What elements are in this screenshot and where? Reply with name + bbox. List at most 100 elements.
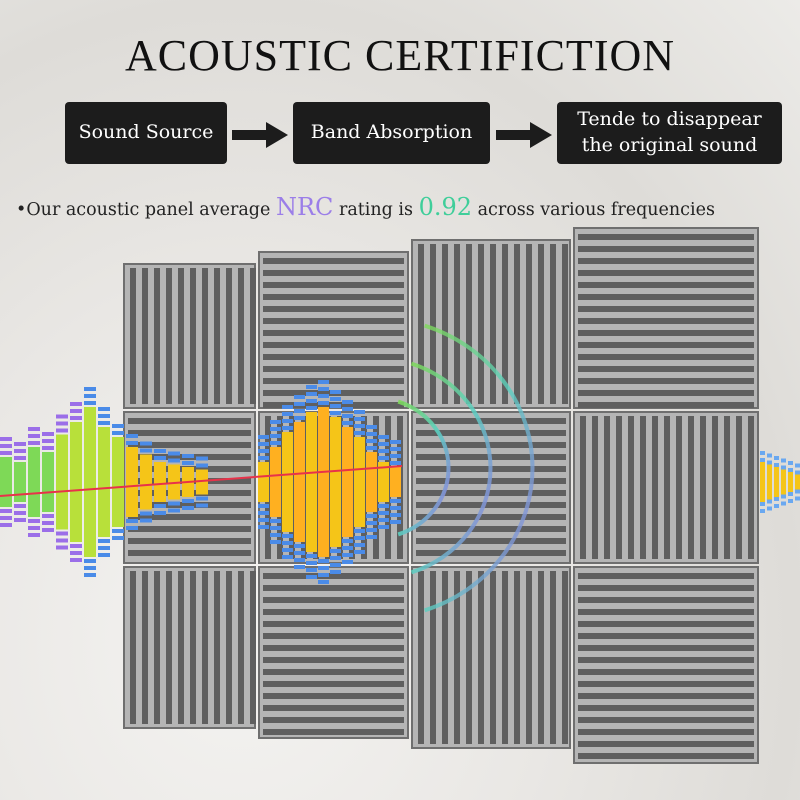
wave-segment: [366, 521, 377, 525]
wave-segment: [282, 555, 293, 559]
wave-segment: [294, 402, 305, 406]
wave-segment: [294, 395, 305, 399]
wave-segment: [282, 412, 293, 416]
note-suffix: across various frequencies: [477, 200, 715, 220]
wave-segment: [788, 499, 793, 503]
wave-segment: [342, 546, 353, 550]
wave-segment: [306, 554, 317, 558]
foam-tile: [411, 239, 571, 409]
wave-segment: [70, 558, 82, 562]
wave-segment: [318, 394, 329, 398]
wave-segment: [70, 402, 82, 406]
wave-segment: [781, 465, 786, 470]
wave-segment: [14, 449, 26, 453]
wave-segment: [378, 511, 389, 515]
wave-bar: [70, 422, 82, 542]
wave-segment: [0, 437, 12, 441]
wave-segment: [318, 387, 329, 391]
note-middle: rating is: [338, 200, 413, 220]
wave-segment: [258, 435, 269, 439]
sound-ring: [424, 323, 535, 613]
wave-bar: [28, 447, 40, 517]
wave-bar: [282, 432, 293, 532]
sound-wave-bars: [0, 380, 800, 584]
wave-segment: [378, 456, 389, 460]
wave-segment: [42, 432, 54, 436]
wave-segment: [196, 463, 208, 468]
wave-segment: [390, 506, 401, 510]
wave-segment: [70, 544, 82, 548]
wave-segment: [282, 426, 293, 430]
wave-segment: [70, 551, 82, 555]
wave-segment: [282, 534, 293, 538]
wave-segment: [318, 573, 329, 577]
wave-segment: [330, 397, 341, 401]
wave-segment: [42, 528, 54, 532]
wave-segment: [98, 553, 110, 557]
wave-bar: [760, 462, 765, 502]
wave-segment: [0, 444, 12, 448]
wave-segment: [28, 427, 40, 431]
wave-bar: [366, 452, 377, 512]
wave-segment: [306, 575, 317, 579]
wave-segment: [270, 526, 281, 530]
wave-segment: [330, 404, 341, 408]
wave-segment: [390, 520, 401, 524]
wave-segment: [306, 568, 317, 572]
step-label-line: the original sound: [581, 134, 758, 156]
wave-segment: [378, 518, 389, 522]
wave-bar: [354, 437, 365, 527]
wave-segment: [42, 521, 54, 525]
wave-bar: [306, 412, 317, 552]
wave-bar: [390, 467, 401, 497]
wave-segment: [354, 529, 365, 533]
wave-bar: [258, 462, 269, 502]
wave-segment: [56, 531, 68, 536]
wave-segment: [330, 390, 341, 394]
wave-segment: [282, 548, 293, 552]
wave-segment: [318, 566, 329, 570]
wave-segment: [98, 414, 110, 418]
wave-segment: [14, 504, 26, 508]
wave-segment: [366, 535, 377, 539]
wave-segment: [258, 456, 269, 460]
wave-segment: [270, 540, 281, 544]
wave-segment: [390, 461, 401, 465]
foam-tile: [258, 251, 409, 409]
page-title: ACOUSTIC CERTIFICTION: [124, 31, 676, 80]
wave-segment: [760, 451, 765, 455]
step-label: Sound Source: [78, 121, 214, 144]
wave-bar: [342, 427, 353, 537]
wave-bar: [767, 464, 772, 500]
wave-bar: [788, 472, 793, 492]
wave-segment: [84, 566, 96, 570]
wave-bar: [126, 447, 138, 517]
wave-segment: [28, 519, 40, 523]
wave-segment: [282, 405, 293, 409]
wave-segment: [354, 417, 365, 421]
nrc-label: NRC: [275, 193, 334, 221]
wave-segment: [140, 441, 152, 446]
foam-tile: [258, 566, 409, 739]
wave-segment: [781, 501, 786, 506]
wave-bar: [140, 454, 152, 510]
wave-segment: [70, 416, 82, 420]
wave-segment: [270, 519, 281, 523]
wave-segment: [378, 442, 389, 446]
wave-segment: [306, 385, 317, 389]
wave-bar: [330, 417, 341, 547]
wave-segment: [258, 504, 269, 508]
wave-segment: [342, 539, 353, 543]
wave-segment: [140, 448, 152, 453]
wave-segment: [28, 434, 40, 438]
wave-segment: [196, 496, 208, 501]
wave-segment: [390, 454, 401, 458]
wave-segment: [354, 543, 365, 547]
wave-segment: [112, 529, 124, 533]
wave-segment: [282, 541, 293, 545]
wave-segment: [330, 411, 341, 415]
wave-segment: [168, 451, 180, 456]
foam-tile: [573, 227, 759, 409]
wave-bar: [14, 462, 26, 502]
